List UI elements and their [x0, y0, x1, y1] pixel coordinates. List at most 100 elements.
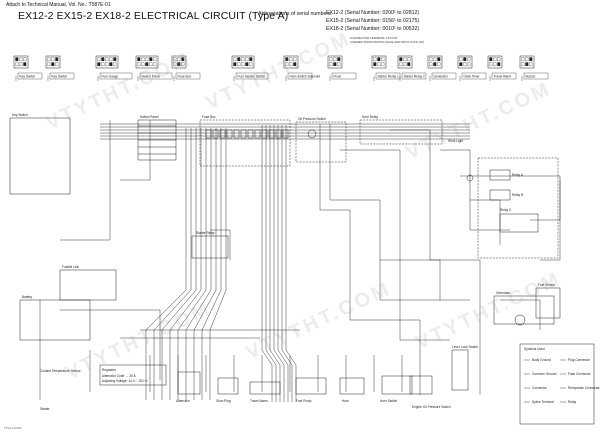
engine-sensor-group — [477, 157, 559, 259]
connector-pin — [109, 62, 113, 67]
regulator-line: Adjusting Voltage: 14.4 ~ 15.0 V — [102, 379, 148, 383]
connector-pin — [285, 57, 289, 62]
wire — [261, 125, 273, 402]
travel-alarm — [249, 381, 281, 395]
generator-box — [493, 295, 555, 325]
battery-label: Battery — [22, 295, 33, 299]
regulator-line: Alternator Code → 30 A — [102, 374, 137, 378]
oil-pressure-switch-box — [295, 121, 347, 163]
connector-pin — [153, 62, 157, 67]
glow-plug-label: Glow Plug — [216, 399, 231, 403]
horn-switch — [381, 375, 413, 395]
fuse — [212, 129, 219, 139]
connector-pin — [407, 62, 411, 67]
connector-pin — [113, 57, 117, 62]
legend-item: Fuse Connector — [568, 372, 592, 376]
connector-pin — [337, 62, 341, 67]
connector-label-box — [17, 72, 43, 80]
connector-pin — [233, 62, 237, 67]
fusible-link-label: Fusible Link — [62, 265, 79, 269]
connector-label-box — [235, 72, 269, 80]
connector-pin — [145, 57, 149, 62]
connector-pin — [463, 62, 467, 67]
connector-label-box — [401, 72, 427, 80]
oil-pressure-switch-label: Oil Pressure Switch — [298, 117, 326, 121]
connector-pin — [249, 57, 253, 62]
travel-alarm-label: Travel Alarm — [250, 399, 268, 403]
connector-pin — [529, 57, 533, 62]
connector-pin — [399, 62, 403, 67]
fuse — [282, 129, 289, 139]
fuse — [240, 129, 247, 139]
fuel-sensor-label: Fuel Sensor — [538, 283, 556, 287]
horn-label: Horn — [342, 399, 349, 403]
connector-pin — [97, 62, 101, 67]
wire — [440, 149, 510, 231]
connector-pin — [177, 62, 181, 67]
connector-label: Fuse Box — [178, 74, 192, 78]
connector-label-box — [461, 72, 487, 80]
relay-c-label: Relay C — [500, 208, 512, 212]
connector-label-box — [491, 72, 517, 80]
connector-label: Starter Relay 1 — [378, 74, 399, 78]
switch-panel-label: Switch Panel — [140, 115, 159, 119]
connector-pin — [437, 57, 441, 62]
fuse — [219, 129, 226, 139]
connector-pin — [459, 62, 463, 67]
connector-pin — [285, 62, 289, 67]
connector-pin — [19, 57, 23, 62]
generator-label: Generator — [496, 291, 511, 295]
footer-code: T1V1-10-001 — [4, 426, 22, 430]
connector-pin — [467, 57, 471, 62]
wire — [285, 125, 297, 402]
connector-pin — [433, 62, 437, 67]
fuse — [268, 129, 275, 139]
connector-pin — [429, 57, 433, 62]
connector-label-box — [523, 72, 549, 80]
wire — [153, 128, 192, 400]
lamp-circle — [466, 174, 474, 182]
fuse-box-frame — [199, 119, 291, 167]
connector-pin — [237, 57, 241, 62]
wire — [60, 309, 161, 380]
starter-relay-label: Starter Relay — [196, 231, 215, 235]
legend-item: Common Ground — [532, 372, 557, 376]
connector-pin — [407, 57, 411, 62]
fuse — [275, 129, 282, 139]
connector-pin — [55, 57, 59, 62]
fuse — [247, 129, 254, 139]
connector-pin — [245, 62, 249, 67]
starter-relay-box — [191, 235, 229, 259]
connector-pin — [489, 62, 493, 67]
connector-pin — [97, 57, 101, 62]
connector-pin — [173, 57, 177, 62]
connector-pin — [19, 62, 23, 67]
connector-pin — [329, 57, 333, 62]
connector-pin — [289, 57, 293, 62]
key-switch-box — [9, 117, 71, 195]
connector-pin — [137, 62, 141, 67]
relay-a — [489, 169, 511, 181]
connector-label: Horn Switch Solenoid — [290, 74, 321, 78]
engine-oil-pressure-switch — [409, 375, 433, 395]
connector-label: Glow Timer — [464, 74, 481, 78]
work-light-label: Work Light — [448, 139, 463, 143]
manual-reference: Attach to Technical Manual, Vol. No.: T5… — [6, 2, 111, 8]
connector-pin — [429, 62, 433, 67]
connector-pin — [149, 57, 153, 62]
connector-pin — [137, 57, 141, 62]
connector-pin — [433, 57, 437, 62]
connector-pin — [113, 62, 117, 67]
fusible-link-box — [59, 269, 117, 301]
wire — [201, 128, 222, 400]
connector-pin — [241, 62, 245, 67]
connector-pin — [173, 62, 177, 67]
connector-pin — [145, 62, 149, 67]
relay-c — [499, 213, 539, 233]
connector-pin — [437, 62, 441, 67]
serial-row: EX12-2 (Serial Number: 0200¹ to 02812) — [326, 10, 420, 16]
coolant-temperature-sensor-label: Coolant Temperature Sensor — [40, 369, 82, 373]
legend-item: Receptacle Connector — [568, 386, 600, 390]
connector-pin — [403, 57, 407, 62]
